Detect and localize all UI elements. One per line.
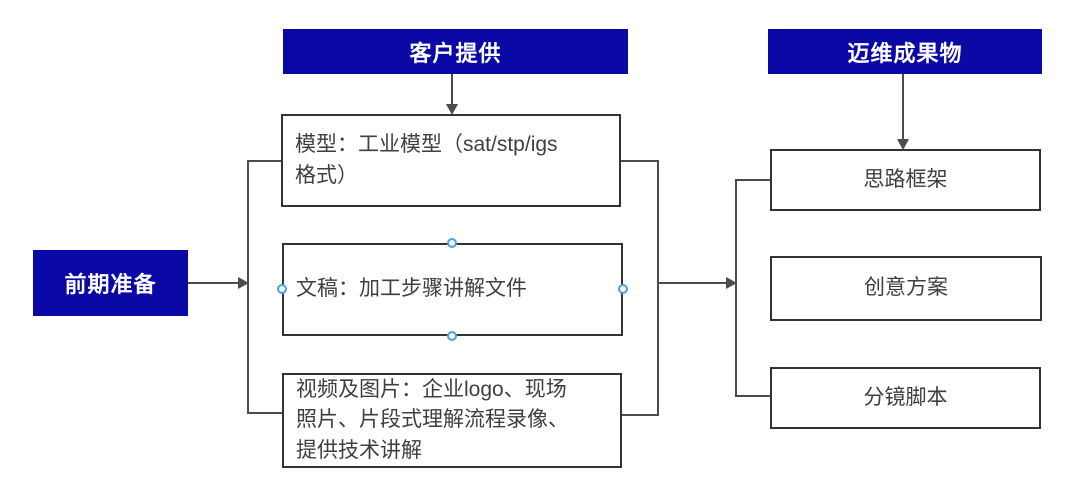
node-creative-plan-label: 创意方案 (864, 276, 948, 300)
arrowhead-deliverables-to-framework (897, 139, 909, 150)
node-model-label: 模型：工业模型（sat/stp/igs 格式） (295, 133, 558, 187)
bracket-deliverables-left (735, 179, 770, 397)
node-document[interactable]: 文稿：加工步骤讲解文件 (282, 243, 623, 336)
bracket-customer-left (247, 160, 282, 414)
node-preparation-label: 前期准备 (64, 272, 157, 297)
node-storyboard[interactable]: 分镜脚本 (770, 367, 1041, 429)
node-video-images-label: 视频及图片：企业logo、现场 照片、片段式理解流程录像、 提供技术讲解 (296, 377, 569, 462)
selection-handle-left[interactable] (277, 284, 287, 294)
node-video-images[interactable]: 视频及图片：企业logo、现场 照片、片段式理解流程录像、 提供技术讲解 (282, 373, 622, 468)
node-customer-provides-label: 客户提供 (409, 40, 502, 66)
selection-handle-top[interactable] (447, 238, 457, 248)
node-framework-label: 思路框架 (863, 167, 948, 191)
node-creative-plan[interactable]: 创意方案 (770, 256, 1042, 321)
node-framework[interactable]: 思路框架 (770, 149, 1041, 211)
node-deliverables[interactable]: 迈维成果物 (768, 29, 1042, 74)
node-deliverables-label: 迈维成果物 (847, 40, 963, 66)
node-model[interactable]: 模型：工业模型（sat/stp/igs 格式） (281, 114, 621, 207)
node-customer-provides[interactable]: 客户提供 (283, 29, 628, 74)
arrowhead-customer-to-model (446, 104, 458, 115)
node-storyboard-label: 分镜脚本 (863, 385, 948, 409)
node-document-label: 文稿：加工步骤讲解文件 (296, 277, 527, 301)
arrowhead-customer-to-deliverables (726, 277, 737, 289)
bracket-customer-right (621, 160, 659, 416)
selection-handle-bottom[interactable] (447, 331, 457, 341)
selection-handle-right[interactable] (618, 284, 628, 294)
node-preparation[interactable]: 前期准备 (33, 250, 188, 316)
arrowhead-preparation-to-bracket (238, 277, 249, 289)
